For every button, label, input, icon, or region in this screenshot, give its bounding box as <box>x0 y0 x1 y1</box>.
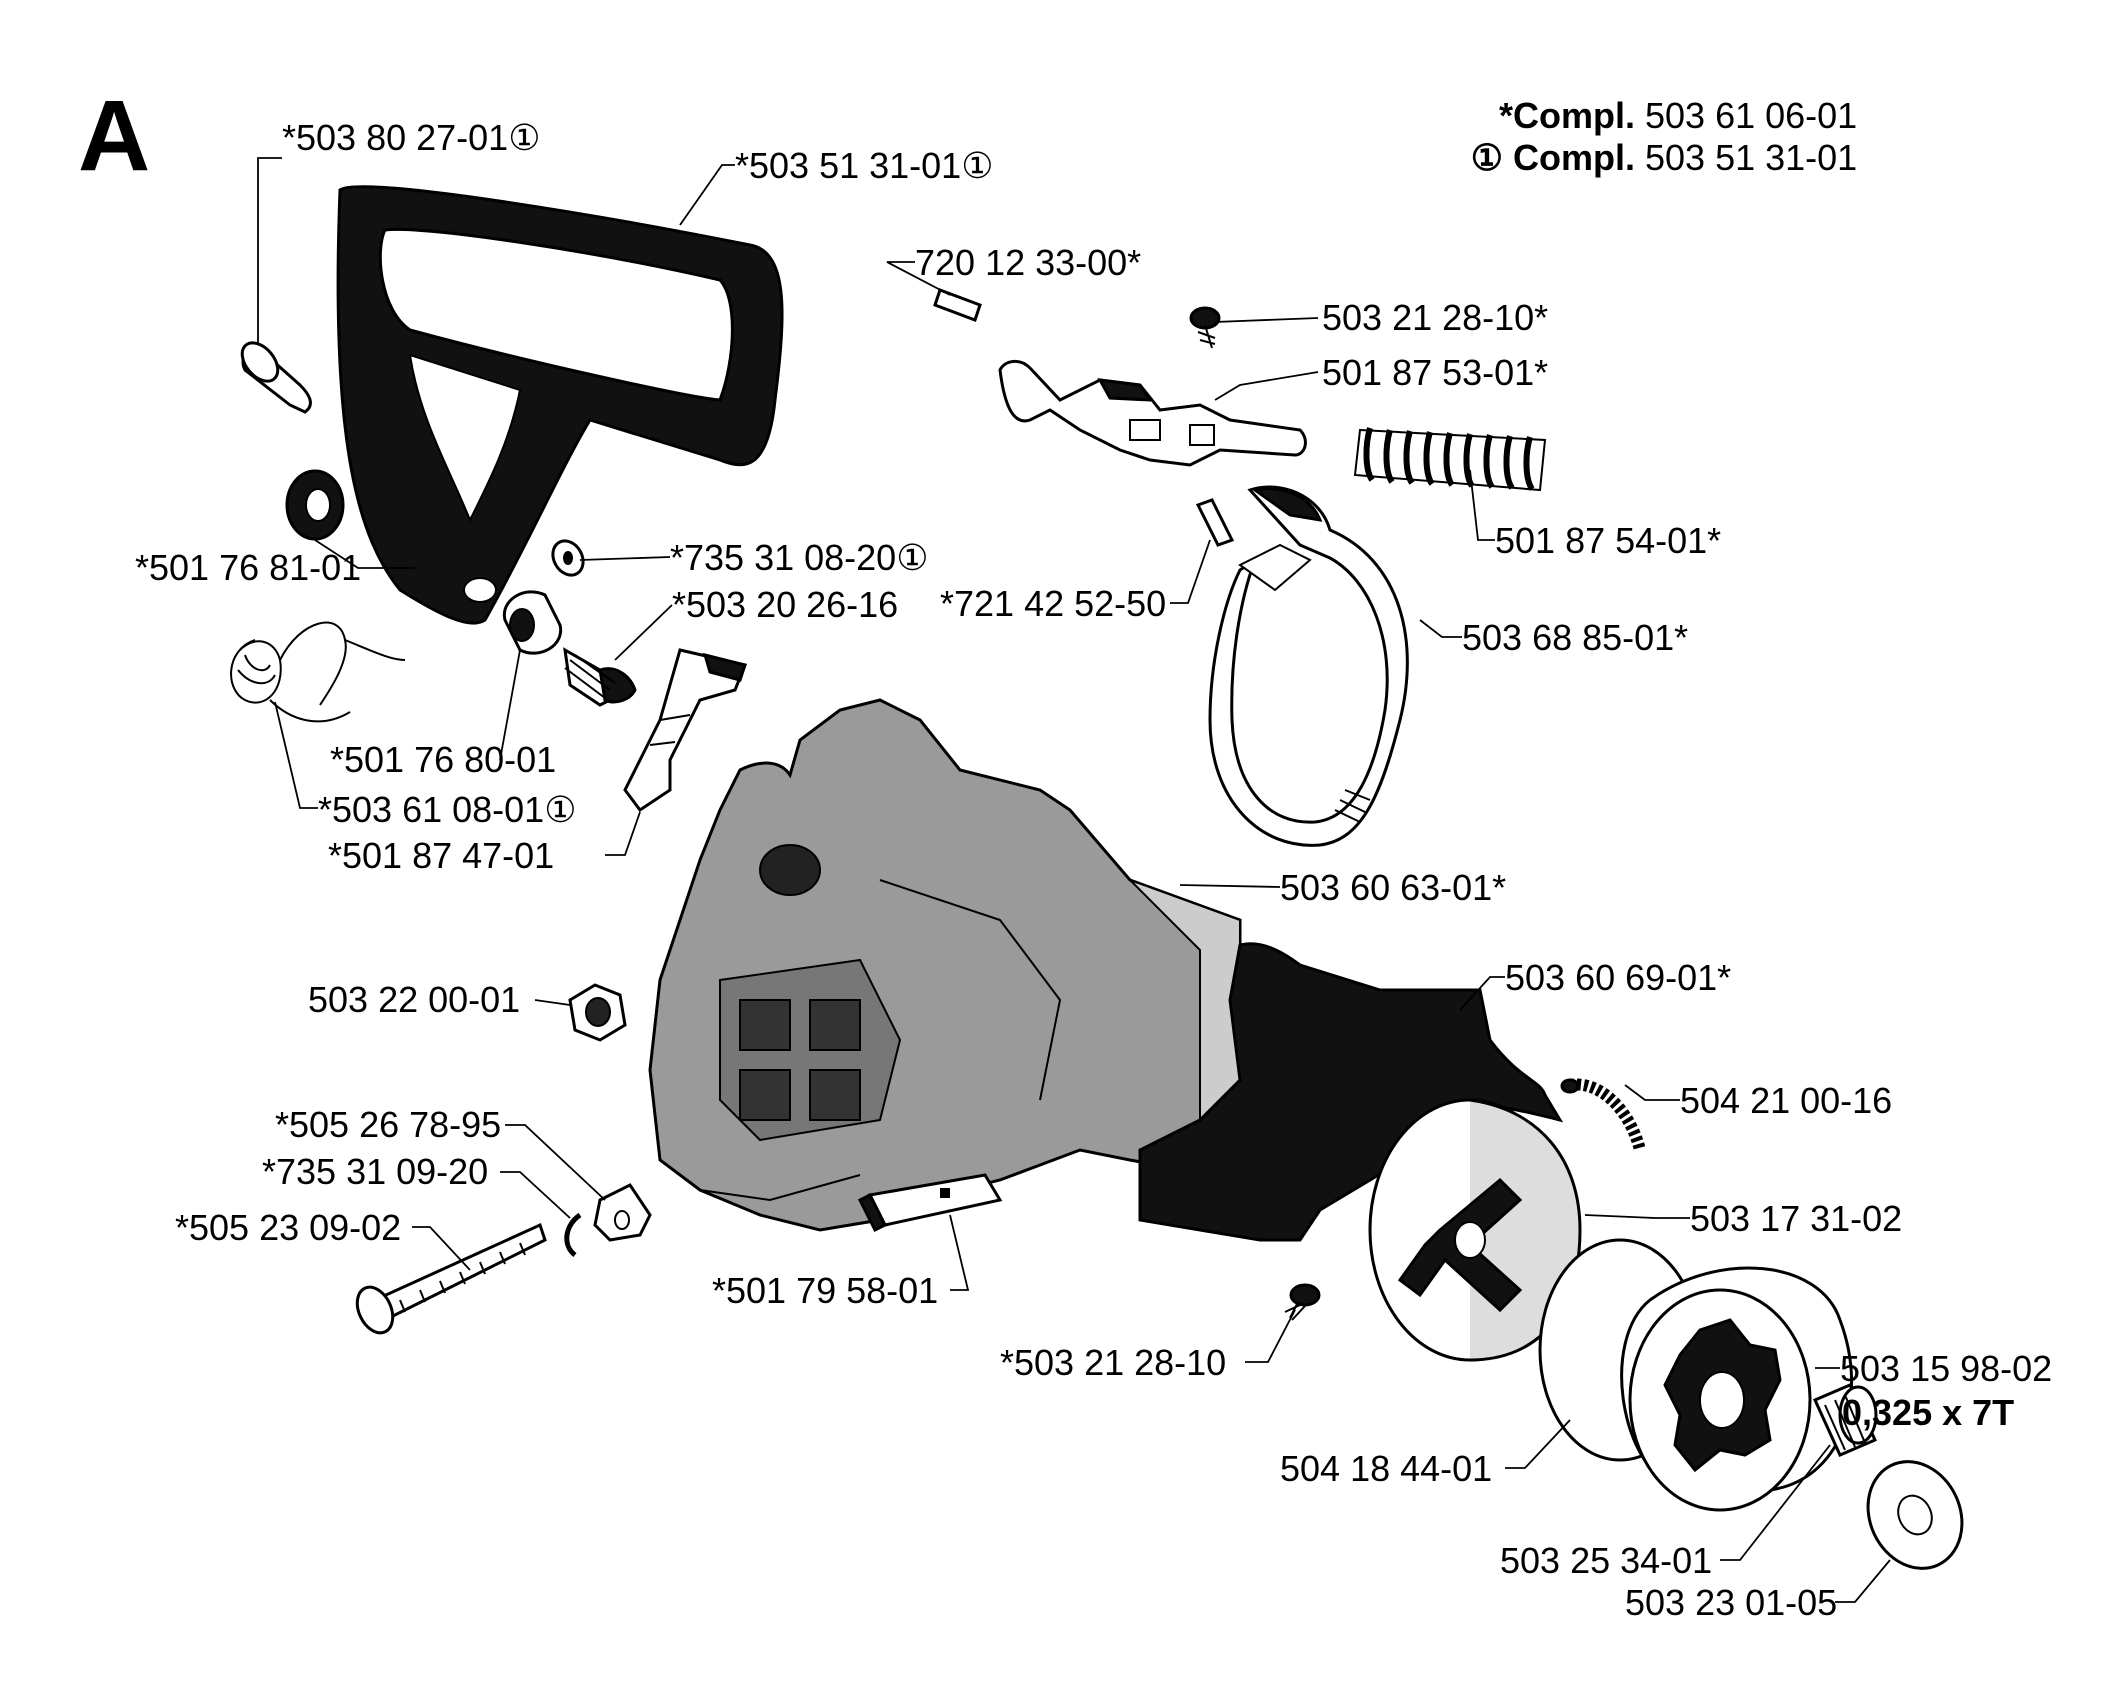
label-504-21-00-16: 504 21 00-16 <box>1680 1080 1892 1121</box>
label-503-51-31-01: *503 51 31-01① <box>735 145 993 186</box>
label-501-87-54-01: 501 87 54-01* <box>1495 520 1721 561</box>
adjust-plate-drawing <box>593 1183 652 1242</box>
label-503-80-27-01: *503 80 27-01① <box>282 117 540 158</box>
label-721-42-52-50: *721 42 52-50 <box>940 583 1166 624</box>
label-735-31-09-20: *735 31 09-20 <box>262 1151 488 1192</box>
brake-link-drawing <box>998 360 1307 467</box>
label-501-79-58-01: *501 79 58-01 <box>712 1270 938 1311</box>
legend: *Compl. 503 61 06-01 ① Compl. 503 51 31-… <box>1471 95 1857 178</box>
legend-line1-value: 503 61 06-01 <box>1645 95 1857 136</box>
label-503-21-28-10-top: 503 21 28-10* <box>1322 297 1548 338</box>
chain-guide-drawing <box>857 1173 1003 1233</box>
label-501-87-53-01: 501 87 53-01* <box>1322 352 1548 393</box>
legend-line2-value: 503 51 31-01 <box>1645 137 1857 178</box>
label-503-21-28-10-bottom: *503 21 28-10 <box>1000 1342 1226 1383</box>
label-503-60-69-01: 503 60 69-01* <box>1505 957 1731 998</box>
label-501-76-80-01: *501 76 80-01 <box>330 739 556 780</box>
label-503-15-98-02: 503 15 98-02 <box>1840 1348 2052 1389</box>
adjust-screw-drawing <box>355 1222 547 1335</box>
clutch-cover-drawing <box>648 698 1242 1232</box>
label-501-87-47-01: *501 87 47-01 <box>328 835 554 876</box>
label-503-22-00-01: 503 22 00-01 <box>308 979 520 1020</box>
label-503-60-63-01: 503 60 63-01* <box>1280 867 1506 908</box>
brake-band-drawing <box>1208 485 1409 847</box>
needle-bearing-drawing <box>1813 1383 1878 1457</box>
label-735-31-08-20: *735 31 08-20① <box>670 537 928 578</box>
nut-drawing <box>568 983 627 1042</box>
bushing-drawing <box>285 469 345 541</box>
clutch-drum-drawing <box>1620 1266 1854 1512</box>
label-chain-pitch-spec: 0,325 x 7T <box>1842 1392 2014 1433</box>
label-503-20-26-16: *503 20 26-16 <box>672 584 898 625</box>
leader-lines <box>257 157 1891 1603</box>
bottom-screw-drawing <box>1284 1283 1321 1321</box>
label-720-12-33-00: 720 12 33-00* <box>915 242 1141 283</box>
e-clip-drawing <box>564 1212 582 1257</box>
brake-lever-drawing <box>623 648 748 813</box>
label-503-17-31-02: 503 17 31-02 <box>1690 1198 1902 1239</box>
label-504-18-44-01: 504 18 44-01 <box>1280 1448 1492 1489</box>
drum-washer-drawing <box>1866 1460 1964 1570</box>
washer-drawing <box>551 539 585 577</box>
legend-line2-prefix: ① Compl. <box>1471 137 1635 178</box>
torsion-spring-drawing <box>230 621 406 723</box>
section-letter: A <box>78 80 150 192</box>
label-501-76-81-01: *501 76 81-01 <box>135 547 361 588</box>
pin-2-drawing <box>1195 498 1235 547</box>
legend-line1-prefix: *Compl. <box>1499 95 1635 136</box>
handle-pin-drawing <box>240 341 312 414</box>
compression-spring-drawing <box>1353 427 1547 492</box>
screw-drawing <box>563 647 637 707</box>
label-503-23-01-05: 503 23 01-05 <box>1625 1582 1837 1623</box>
bushing-2-drawing <box>502 590 563 655</box>
clutch-spring-drawing <box>1560 1078 1646 1152</box>
label-503-61-08-01: *503 61 08-01① <box>318 789 576 830</box>
label-505-26-78-95: *505 26 78-95 <box>275 1104 501 1145</box>
label-503-25-34-01: 503 25 34-01 <box>1500 1540 1712 1581</box>
part-labels: *503 80 27-01① *503 51 31-01① 720 12 33-… <box>135 117 2052 1623</box>
label-505-23-09-02: *505 23 09-02 <box>175 1207 401 1248</box>
top-screw-drawing <box>1189 306 1221 349</box>
cover-plate-drawing <box>1138 942 1564 1242</box>
label-503-68-85-01: 503 68 85-01* <box>1462 617 1688 658</box>
pin-drawing <box>933 288 982 322</box>
front-handle-drawing <box>336 185 784 625</box>
